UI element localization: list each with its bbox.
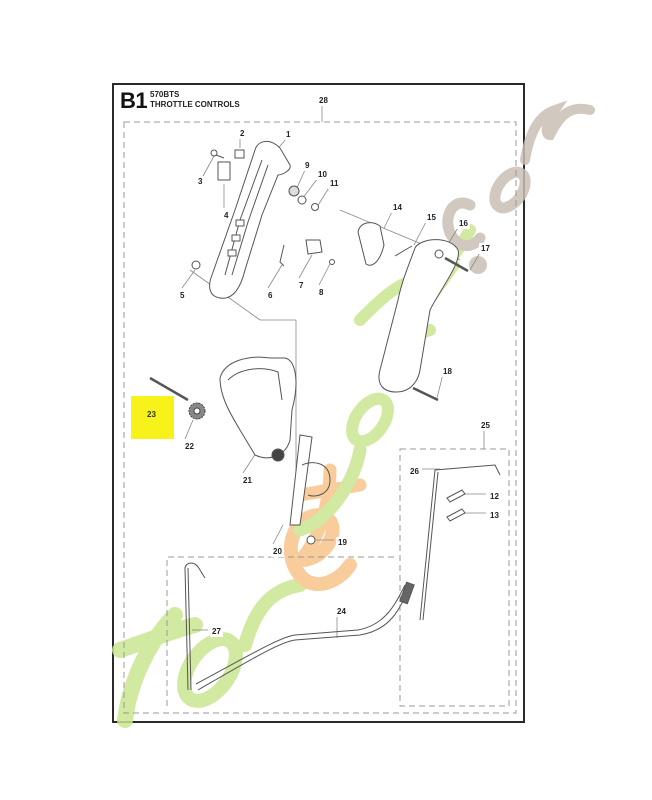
part-4-bracket (217, 161, 231, 181)
part-10-washer (297, 195, 307, 205)
part-6-spring (279, 244, 285, 267)
part-14-trigger (357, 222, 385, 266)
callout-part-19[interactable]: 19 (336, 537, 349, 548)
part-15-spring (394, 245, 413, 257)
callout-part-15[interactable]: 15 (425, 212, 438, 223)
callout-part-17[interactable]: 17 (479, 243, 492, 254)
part-2-clip (234, 149, 245, 159)
part-8-screw (329, 259, 335, 265)
callout-part-5[interactable]: 5 (178, 290, 187, 301)
highlighted-part-label: 23 (147, 410, 156, 419)
callout-part-7[interactable]: 7 (297, 280, 306, 291)
part-17-screw (444, 256, 469, 273)
callout-part-12[interactable]: 12 (488, 491, 501, 502)
part-11-nut (311, 203, 319, 211)
section-title: THROTTLE CONTROLS (150, 100, 240, 109)
callout-part-13[interactable]: 13 (488, 510, 501, 521)
part-16-grip (378, 239, 459, 393)
callout-part-21[interactable]: 21 (241, 475, 254, 486)
callout-part-25[interactable]: 25 (479, 420, 492, 431)
kit-boundary-25 (399, 448, 510, 707)
callout-part-20[interactable]: 20 (271, 546, 284, 557)
callout-part-10[interactable]: 10 (316, 169, 329, 180)
part-26-cable (419, 464, 501, 621)
part-5-nut (191, 260, 201, 270)
callout-part-1[interactable]: 1 (284, 129, 293, 140)
callout-part-27[interactable]: 27 (210, 626, 223, 637)
callout-part-2[interactable]: 2 (238, 128, 247, 139)
outer-kit-boundary-28 (123, 121, 517, 714)
callout-part-6[interactable]: 6 (266, 290, 275, 301)
kit-boundary-27 (166, 556, 398, 706)
callout-part-18[interactable]: 18 (441, 366, 454, 377)
callout-part-24[interactable]: 24 (335, 606, 348, 617)
group-boundaries (123, 121, 517, 714)
part-7-bracket (305, 239, 323, 255)
callout-part-26[interactable]: 26 (408, 466, 421, 477)
callout-part-11[interactable]: 11 (328, 178, 341, 189)
callout-part-4[interactable]: 4 (222, 210, 231, 221)
part-19-nut (306, 535, 316, 545)
model-number: 570BTS (150, 90, 180, 99)
part-23-bolt (149, 376, 189, 402)
highlighted-part-23[interactable]: 23 (131, 396, 174, 439)
part-20-tube (289, 434, 313, 526)
part-12-clip (446, 489, 466, 503)
part-27-cable (184, 562, 206, 691)
section-code: B1 (120, 88, 148, 113)
callout-part-8[interactable]: 8 (317, 287, 326, 298)
callout-part-28[interactable]: 28 (317, 95, 330, 106)
part-3-screw (210, 149, 225, 159)
part-21-clamp (219, 356, 297, 462)
part-24-cable-tube (195, 581, 415, 691)
part-1-handle (209, 141, 291, 299)
callout-part-22[interactable]: 22 (183, 441, 196, 452)
part-18-screw (412, 386, 439, 402)
callout-part-3[interactable]: 3 (196, 176, 205, 187)
callout-part-9[interactable]: 9 (303, 160, 312, 171)
callout-part-16[interactable]: 16 (457, 218, 470, 229)
part-9-bushing (288, 185, 300, 197)
part-13-clip (446, 508, 466, 522)
callout-part-14[interactable]: 14 (391, 202, 404, 213)
